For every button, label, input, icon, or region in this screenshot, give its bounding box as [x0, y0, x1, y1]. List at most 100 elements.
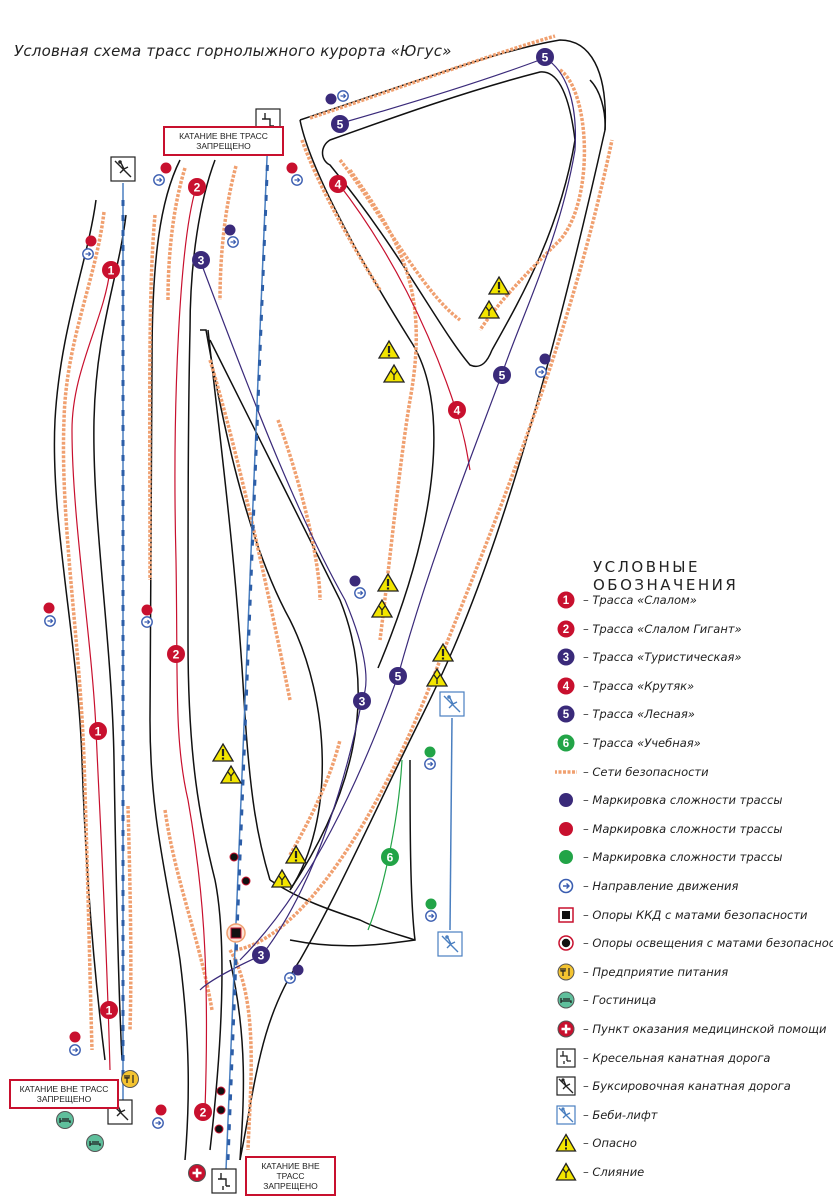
legend-item-krutyak: 4 – Трасса «Крутяк» [555, 676, 694, 696]
legend-item-marker-red: – Маркировка сложности трассы [555, 819, 782, 839]
legend-item-uchebnaya: 6 – Трасса «Учебная» [555, 733, 701, 753]
trail-badge-1: 1 [102, 261, 120, 279]
legend-title: УСЛОВНЫЕ ОБОЗНАЧЕНИЯ [593, 558, 739, 594]
svg-text:4: 4 [335, 178, 342, 192]
trail-badge-1: 1 [89, 722, 107, 740]
danger-signs [212, 276, 510, 864]
tow-lift-icon [555, 1076, 577, 1096]
lift-pillar-icon [555, 905, 577, 925]
trail-3-icon: 3 [555, 647, 577, 667]
hotel-icon [555, 990, 577, 1010]
food-icon [555, 962, 577, 982]
chairlift-icon [555, 1047, 577, 1068]
legend-item-medical: – Пункт оказания медицинской помощи [555, 1019, 826, 1039]
svg-text:5: 5 [395, 670, 402, 684]
svg-text:3: 3 [258, 949, 265, 963]
hotel-icon [86, 1134, 104, 1152]
legend-item-lesnaya: 5 – Трасса «Лесная» [555, 704, 695, 724]
legend-item-light-pillars: – Опоры освещения с матами безопасности [555, 933, 833, 953]
difficulty-red-icon [555, 819, 577, 839]
difficulty-markers [43, 90, 551, 1129]
trail-badge-5: 5 [389, 667, 407, 685]
legend-item-marker-green: – Маркировка сложности трассы [555, 847, 782, 867]
legend-item-tow-lift: – Буксировочная канатная дорога [555, 1076, 791, 1096]
trail-badge-3: 3 [252, 946, 270, 964]
food-icon [121, 1070, 139, 1088]
legend-item-slalom: 1 – Трасса «Слалом» [555, 590, 697, 610]
trail-badge-2: 2 [167, 645, 185, 663]
svg-text:1: 1 [95, 725, 102, 739]
legend-item-hotel: – Гостиница [555, 990, 656, 1010]
light-pillar-icon [555, 933, 577, 953]
safety-net-icon [555, 762, 577, 782]
difficulty-purple-icon [555, 790, 577, 810]
svg-text:3: 3 [198, 254, 205, 268]
map-title: Условная схема трасс горнолыжного курорт… [14, 42, 452, 60]
trail-badge-3: 3 [353, 692, 371, 710]
difficulty-green-icon [555, 847, 577, 867]
svg-text:2: 2 [194, 181, 201, 195]
baby-lift-icon [437, 931, 463, 957]
svg-text:2: 2 [563, 624, 569, 636]
legend-item-lift-pillars: – Опоры ККД с матами безопасности [555, 905, 808, 925]
svg-text:6: 6 [563, 738, 569, 750]
off-piste-warning: КАТАНИЕ ВНЕ ТРАСС ЗАПРЕЩЕНО [9, 1079, 119, 1109]
svg-text:2: 2 [200, 1106, 207, 1120]
trail-badges: 1 1 1 2 2 2 3 3 3 4 4 5 5 5 5 6 [89, 48, 554, 1121]
chairlift-icon [211, 1168, 237, 1194]
trail-badge-3: 3 [192, 251, 210, 269]
legend-item-tourist: 3 – Трасса «Туристическая» [555, 647, 742, 667]
trail-badge-5: 5 [331, 115, 349, 133]
svg-text:6: 6 [387, 851, 394, 865]
baby-lift-icon [555, 1105, 577, 1125]
medical-icon [555, 1019, 577, 1039]
svg-text:1: 1 [563, 595, 570, 607]
light-pillars [214, 852, 251, 1134]
trail-badge-5: 5 [536, 48, 554, 66]
danger-icon [555, 1133, 577, 1153]
svg-text:1: 1 [108, 264, 115, 278]
legend-item-baby-lift: – Беби-лифт [555, 1105, 657, 1125]
lift-pylons [121, 149, 270, 1161]
legend-item-food: – Предприятие питания [555, 962, 728, 982]
legend-item-direction: – Направление движения [555, 876, 738, 896]
svg-text:5: 5 [337, 118, 344, 132]
svg-text:4: 4 [454, 404, 461, 418]
trail-badge-4: 4 [448, 401, 466, 419]
trail-6-icon: 6 [555, 733, 577, 753]
legend-item-giant-slalom: 2 – Трасса «Слалом Гигант» [555, 619, 742, 639]
svg-text:1: 1 [106, 1004, 113, 1018]
trail-5-icon: 5 [555, 704, 577, 724]
off-piste-warning: КАТАНИЕ ВНЕ ТРАСС ЗАПРЕЩЕНО [163, 126, 284, 156]
trail-badge-2: 2 [194, 1103, 212, 1121]
trail-boundaries [53, 39, 607, 1161]
baby-lift-icon [439, 691, 465, 717]
trail-4-icon: 4 [555, 676, 577, 696]
svg-text:5: 5 [499, 369, 506, 383]
direction-arrow-icon [555, 876, 577, 896]
svg-text:5: 5 [542, 51, 549, 65]
legend-item-merge: – Слияние [555, 1162, 644, 1182]
legend-item-chairlift: – Кресельная канатная дорога [555, 1047, 770, 1068]
hotel-icon [56, 1111, 74, 1129]
trail-badge-6: 6 [381, 848, 399, 866]
safety-nets [61, 34, 614, 1151]
trail-2-icon: 2 [555, 619, 577, 639]
lift-pillar [226, 923, 246, 943]
legend-item-safety-nets: – Сети безопасности [555, 762, 709, 782]
trail-badge-1: 1 [100, 1001, 118, 1019]
trail-badge-5: 5 [493, 366, 511, 384]
route-lines [71, 57, 577, 1111]
svg-text:4: 4 [563, 681, 570, 693]
trail-badge-2: 2 [188, 178, 206, 196]
svg-text:2: 2 [173, 648, 180, 662]
svg-text:5: 5 [563, 709, 570, 721]
tow-lift-icon [110, 156, 136, 182]
merge-icon [555, 1162, 577, 1182]
trail-1-icon: 1 [555, 590, 577, 610]
svg-text:3: 3 [359, 695, 366, 709]
legend-item-danger: – Опасно [555, 1133, 637, 1153]
trail-badge-4: 4 [329, 175, 347, 193]
medical-icon [188, 1164, 206, 1182]
